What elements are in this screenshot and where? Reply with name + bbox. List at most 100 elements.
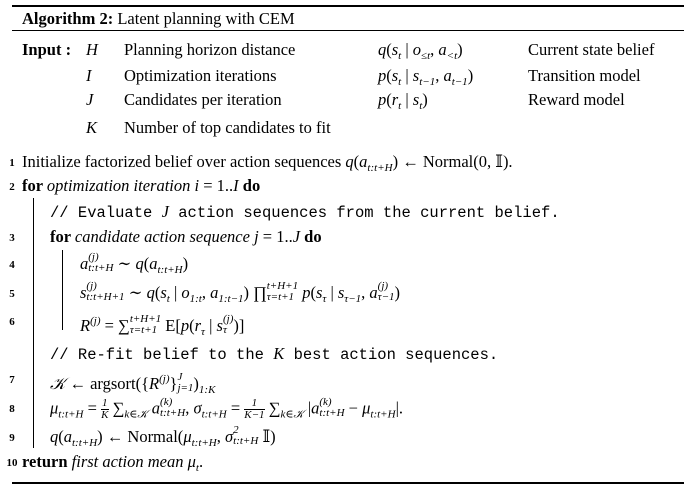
line-number: 2 [9,181,15,193]
italic-text: first action mean [71,452,188,471]
text: ( [353,152,360,171]
keyword: for [22,176,47,195]
for-loop-bar-outer [33,198,34,448]
text: | [326,283,338,302]
text: E[ [161,316,181,335]
algorithm-line: a(j)t:t+H ∼ q(at:t+H) [80,252,189,280]
line-number: 1 [9,157,15,169]
numerator: 1 [244,398,265,410]
subscript: <t [446,50,458,62]
math-symbol: a [151,398,161,418]
math-symbol: a [369,283,378,302]
text: ( [386,90,392,109]
math-symbol: μ [362,398,371,418]
text: | [401,90,413,109]
text: ) [182,254,189,273]
subscript: τ [222,324,227,337]
math-symbol: J [292,227,301,246]
input-description: Optimization iterations [124,66,277,85]
text: ( [154,283,161,302]
input-description: Planning horizon distance [124,40,296,59]
bottom-rule [12,482,684,484]
text: , [185,398,194,418]
keyword: do [238,176,261,195]
math-symbol: I [233,176,239,195]
text: ( [310,283,316,302]
sub-superscript: (j)τ−1 [378,281,395,303]
math-symbol: p [378,66,387,85]
superscript: (k) [160,395,173,408]
denominator: K−1 [244,409,265,421]
math-symbol: p [378,90,387,109]
superscript: (j) [159,373,170,385]
text: = [83,398,102,418]
keyword: do [300,227,322,246]
subscript: t:t+H [201,408,227,421]
input-symbol: K [86,118,98,137]
subscript: t:t+H [319,406,345,419]
subscript: t:t+H [58,408,84,421]
math-symbol: s [412,66,420,85]
input-description: Number of top candidates to fit [124,118,331,137]
text: ) [457,40,463,59]
text: , [361,283,370,302]
algorithm-line: Initialize factorized belief over action… [22,152,513,178]
algorithm-line: for candidate action sequence j = 1..J d… [50,227,322,247]
text: 𝕀) [258,427,276,446]
text: ( [189,316,195,335]
text: ( [58,427,64,446]
text: = 1.. [258,227,293,246]
sub-superscript: (k)t:t+H [319,395,345,419]
text: ← argsort({ [65,374,150,393]
superscript: (j) [86,280,97,293]
text: | [401,66,413,85]
superscript: (j) [377,280,389,293]
math-symbol: a [438,40,447,59]
algorithm-line: return first action mean μt. [22,452,203,478]
input-model-expression: p(st | st−1, at−1) [378,66,473,92]
line-number: 6 [9,316,15,328]
subscript: τ [322,293,327,305]
text: ∑ [108,398,125,418]
text: , [430,40,439,59]
math-symbol: K [273,344,285,363]
text: | [169,283,182,302]
input-model-description: Reward model [528,90,625,109]
input-model-expression: p(rt | st) [378,90,428,116]
math-symbol: μ [50,398,59,418]
math-symbol: s [391,40,399,59]
math-symbol: σ [225,427,234,446]
numerator: 1 [101,397,109,410]
subscript: t−1 [419,76,436,88]
math-symbol: r [194,316,202,335]
subscript: t [166,293,170,305]
input-symbol: J [86,90,94,109]
math-symbol: a [311,398,320,418]
input-model-description: Current state belief [528,40,655,59]
math-symbol: o [412,40,422,59]
superscript: (k) [319,395,332,408]
math-symbol: p [302,283,311,302]
denominator: K [101,409,109,421]
subscript: τ=t+1 [129,324,158,337]
subscript: t−1 [451,76,468,88]
subscript: t [419,100,423,112]
line-number: 4 [9,259,15,271]
superscript: t+H+1 [129,313,162,326]
subscript: t:t+H [157,264,183,276]
sub-superscript: (j)t:t+H+1 [86,281,124,303]
algorithm-title: Algorithm 2: Latent planning with CEM [22,9,295,29]
text: , [201,283,211,302]
text: , [216,427,226,446]
math-symbol: o [181,283,190,302]
math-symbol: q [50,427,59,446]
text: . [198,452,204,471]
input-model-description: Transition model [528,66,641,85]
superscript: t+H+1 [266,280,299,293]
math-symbol: q [378,40,387,59]
comment-line: // Evaluate J action sequences from the … [50,202,560,223]
